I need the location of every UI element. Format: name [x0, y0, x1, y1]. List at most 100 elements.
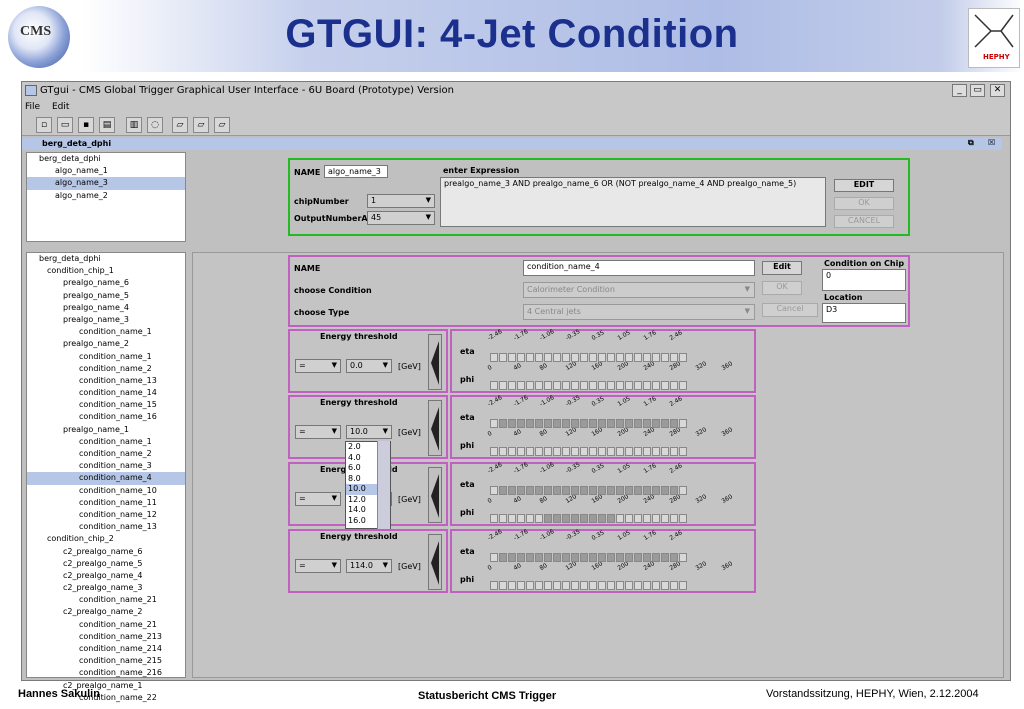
- phi-cell[interactable]: [652, 514, 660, 523]
- save-icon[interactable]: ▪: [78, 117, 94, 133]
- phi-cell[interactable]: [544, 514, 552, 523]
- phi-cell[interactable]: [643, 447, 651, 456]
- eta-cell[interactable]: [580, 553, 588, 562]
- tree-item[interactable]: berg_deta_dphi: [39, 254, 101, 263]
- dropdown-option[interactable]: 16.0: [348, 515, 366, 525]
- cancel-button[interactable]: CANCEL: [834, 215, 894, 228]
- threshold-select[interactable]: 10.0▼: [346, 425, 392, 439]
- phi-cell[interactable]: [535, 381, 543, 390]
- condition-edit-button[interactable]: Edit: [762, 261, 802, 275]
- phi-cell[interactable]: [661, 447, 669, 456]
- copy-icon[interactable]: ▱: [214, 117, 230, 133]
- eta-cell[interactable]: [634, 486, 642, 495]
- phi-cell[interactable]: [517, 447, 525, 456]
- phi-cell[interactable]: [544, 447, 552, 456]
- phi-cell[interactable]: [517, 581, 525, 590]
- eta-cell[interactable]: [553, 353, 561, 362]
- tree-item[interactable]: condition_name_15: [79, 400, 157, 410]
- eta-cell[interactable]: [562, 419, 570, 428]
- dropdown-option[interactable]: 12.0: [348, 494, 366, 504]
- phi-cell[interactable]: [589, 381, 597, 390]
- phi-cell[interactable]: [580, 581, 588, 590]
- eta-cell[interactable]: [508, 486, 516, 495]
- eta-cell[interactable]: [490, 419, 498, 428]
- phi-cell[interactable]: [634, 581, 642, 590]
- tree-item-selected[interactable]: algo_name_3: [27, 177, 185, 190]
- phi-cell[interactable]: [508, 581, 516, 590]
- edit-button[interactable]: EDIT: [834, 179, 894, 192]
- close-button[interactable]: ✕: [990, 84, 1005, 97]
- phi-cell[interactable]: [562, 447, 570, 456]
- tree-item[interactable]: condition_name_1: [79, 351, 152, 361]
- operator-select[interactable]: =▼: [295, 492, 341, 506]
- phi-cell[interactable]: [571, 381, 579, 390]
- chip-number-select[interactable]: 1▼: [367, 194, 435, 208]
- phi-cell[interactable]: [571, 514, 579, 523]
- phi-cell[interactable]: [535, 581, 543, 590]
- phi-cell[interactable]: [490, 581, 498, 590]
- phi-cell[interactable]: [679, 447, 687, 456]
- phi-cell[interactable]: [535, 447, 543, 456]
- phi-cell[interactable]: [499, 381, 507, 390]
- phi-cell[interactable]: [490, 381, 498, 390]
- algo-name-input[interactable]: algo_name_3: [324, 165, 388, 178]
- phi-cell[interactable]: [544, 381, 552, 390]
- phi-cell[interactable]: [616, 581, 624, 590]
- phi-cell[interactable]: [625, 514, 633, 523]
- operator-select[interactable]: =▼: [295, 425, 341, 439]
- close-subwindow-icon[interactable]: ☒: [988, 138, 996, 147]
- phi-cell[interactable]: [679, 381, 687, 390]
- phi-cell[interactable]: [598, 581, 606, 590]
- eta-cell[interactable]: [499, 553, 507, 562]
- eta-cell[interactable]: [544, 553, 552, 562]
- collapse-arrow-icon[interactable]: [428, 467, 442, 523]
- dropdown-option[interactable]: 10.0: [346, 484, 390, 495]
- phi-cell[interactable]: [553, 514, 561, 523]
- condition-cancel-button[interactable]: Cancel: [762, 303, 818, 317]
- threshold-select[interactable]: 0.0▼: [346, 359, 392, 373]
- open-icon[interactable]: ▭: [57, 117, 73, 133]
- dropdown-option[interactable]: 4.0: [348, 452, 361, 462]
- eta-cell[interactable]: [562, 353, 570, 362]
- dropdown-option[interactable]: 8.0: [348, 473, 361, 483]
- tree-item[interactable]: condition_name_22: [79, 692, 157, 702]
- tree-root[interactable]: berg_deta_dphi: [39, 154, 101, 163]
- import-icon[interactable]: ▱: [193, 117, 209, 133]
- eta-cell[interactable]: [535, 486, 543, 495]
- eta-cell[interactable]: [652, 353, 660, 362]
- phi-cell[interactable]: [490, 447, 498, 456]
- phi-cell[interactable]: [643, 381, 651, 390]
- eta-cell[interactable]: [499, 353, 507, 362]
- eta-cell[interactable]: [679, 486, 687, 495]
- eta-cell[interactable]: [562, 486, 570, 495]
- eta-cell[interactable]: [616, 353, 624, 362]
- eta-cell[interactable]: [670, 353, 678, 362]
- eta-cell[interactable]: [625, 486, 633, 495]
- phi-cell[interactable]: [598, 514, 606, 523]
- phi-cell[interactable]: [553, 381, 561, 390]
- output-number-select[interactable]: 45▼: [367, 211, 435, 225]
- eta-cell[interactable]: [679, 353, 687, 362]
- eta-cell[interactable]: [490, 486, 498, 495]
- phi-cell[interactable]: [670, 381, 678, 390]
- eta-cell[interactable]: [652, 486, 660, 495]
- phi-cell[interactable]: [589, 514, 597, 523]
- tree-item[interactable]: condition_name_16: [79, 412, 157, 422]
- eta-cell[interactable]: [571, 419, 579, 428]
- eta-cell[interactable]: [517, 553, 525, 562]
- tree-item[interactable]: condition_name_13: [79, 375, 157, 385]
- phi-cell[interactable]: [598, 447, 606, 456]
- phi-cell[interactable]: [652, 381, 660, 390]
- tree-item[interactable]: prealgo_name_6: [63, 278, 129, 288]
- eta-cell[interactable]: [679, 553, 687, 562]
- eta-cell[interactable]: [652, 419, 660, 428]
- eta-cell[interactable]: [508, 353, 516, 362]
- phi-cell[interactable]: [679, 514, 687, 523]
- phi-cell[interactable]: [589, 447, 597, 456]
- phi-cell[interactable]: [670, 514, 678, 523]
- eta-cell[interactable]: [580, 419, 588, 428]
- phi-cell[interactable]: [670, 581, 678, 590]
- phi-cell[interactable]: [607, 447, 615, 456]
- condition-ok-button[interactable]: OK: [762, 281, 802, 295]
- eta-cell[interactable]: [499, 486, 507, 495]
